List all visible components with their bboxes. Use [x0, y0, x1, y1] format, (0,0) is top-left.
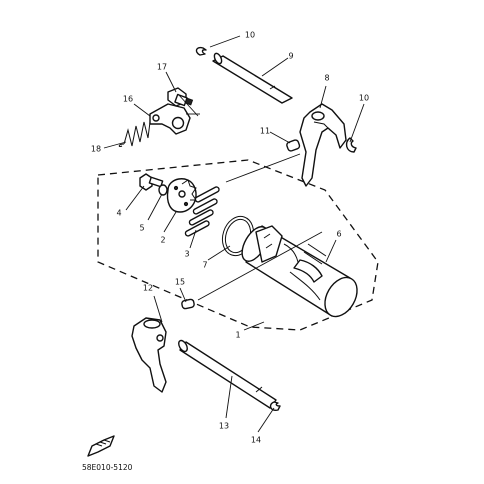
circlip-lower [269, 401, 281, 412]
front-direction-icon [87, 435, 115, 457]
callout-3: 3 [184, 250, 189, 259]
callout-17: 17 [157, 63, 167, 72]
circlip-upper [195, 46, 207, 56]
stopper-spring [118, 121, 151, 148]
callout-1: 1 [235, 331, 240, 340]
callout-14: 14 [251, 436, 261, 445]
callout-18: 18 [91, 145, 101, 154]
stopper-lever [149, 103, 191, 135]
diagram-code: 58E010-5120 [82, 463, 133, 472]
shift-fork-shaft-upper [212, 52, 293, 104]
callout-11: 11 [260, 127, 270, 136]
leader-lines [103, 35, 365, 433]
callouts: 10 9 17 8 10 16 11 18 4 2 5 3 6 7 15 12 … [91, 31, 369, 445]
callout-8: 8 [324, 74, 329, 83]
callout-6: 6 [336, 230, 341, 239]
callout-4: 4 [116, 209, 121, 218]
callout-5: 5 [139, 224, 144, 233]
callout-9: 9 [288, 52, 293, 61]
shift-cam-segment [166, 178, 197, 213]
guide-pin-lower [181, 298, 195, 310]
shift-fork-upper [299, 103, 347, 187]
callout-2: 2 [160, 236, 165, 245]
callout-13: 13 [219, 422, 229, 431]
cam-pins [184, 186, 220, 237]
stopper-bolt [167, 87, 194, 107]
callout-10-top: 10 [245, 31, 255, 40]
callout-16: 16 [123, 95, 133, 104]
callout-15: 15 [175, 278, 185, 287]
segment-washer [158, 184, 168, 196]
segment-bolt [139, 173, 164, 191]
assembly-boundary [97, 159, 379, 331]
shift-fork-lower [131, 317, 167, 393]
callout-7: 7 [202, 261, 207, 270]
circlip-right [345, 137, 357, 153]
shift-fork-shaft-lower [178, 339, 277, 409]
shift-drum [241, 225, 358, 318]
guide-pin [286, 139, 301, 152]
callout-10-right: 10 [359, 94, 369, 103]
callout-12: 12 [143, 284, 153, 293]
